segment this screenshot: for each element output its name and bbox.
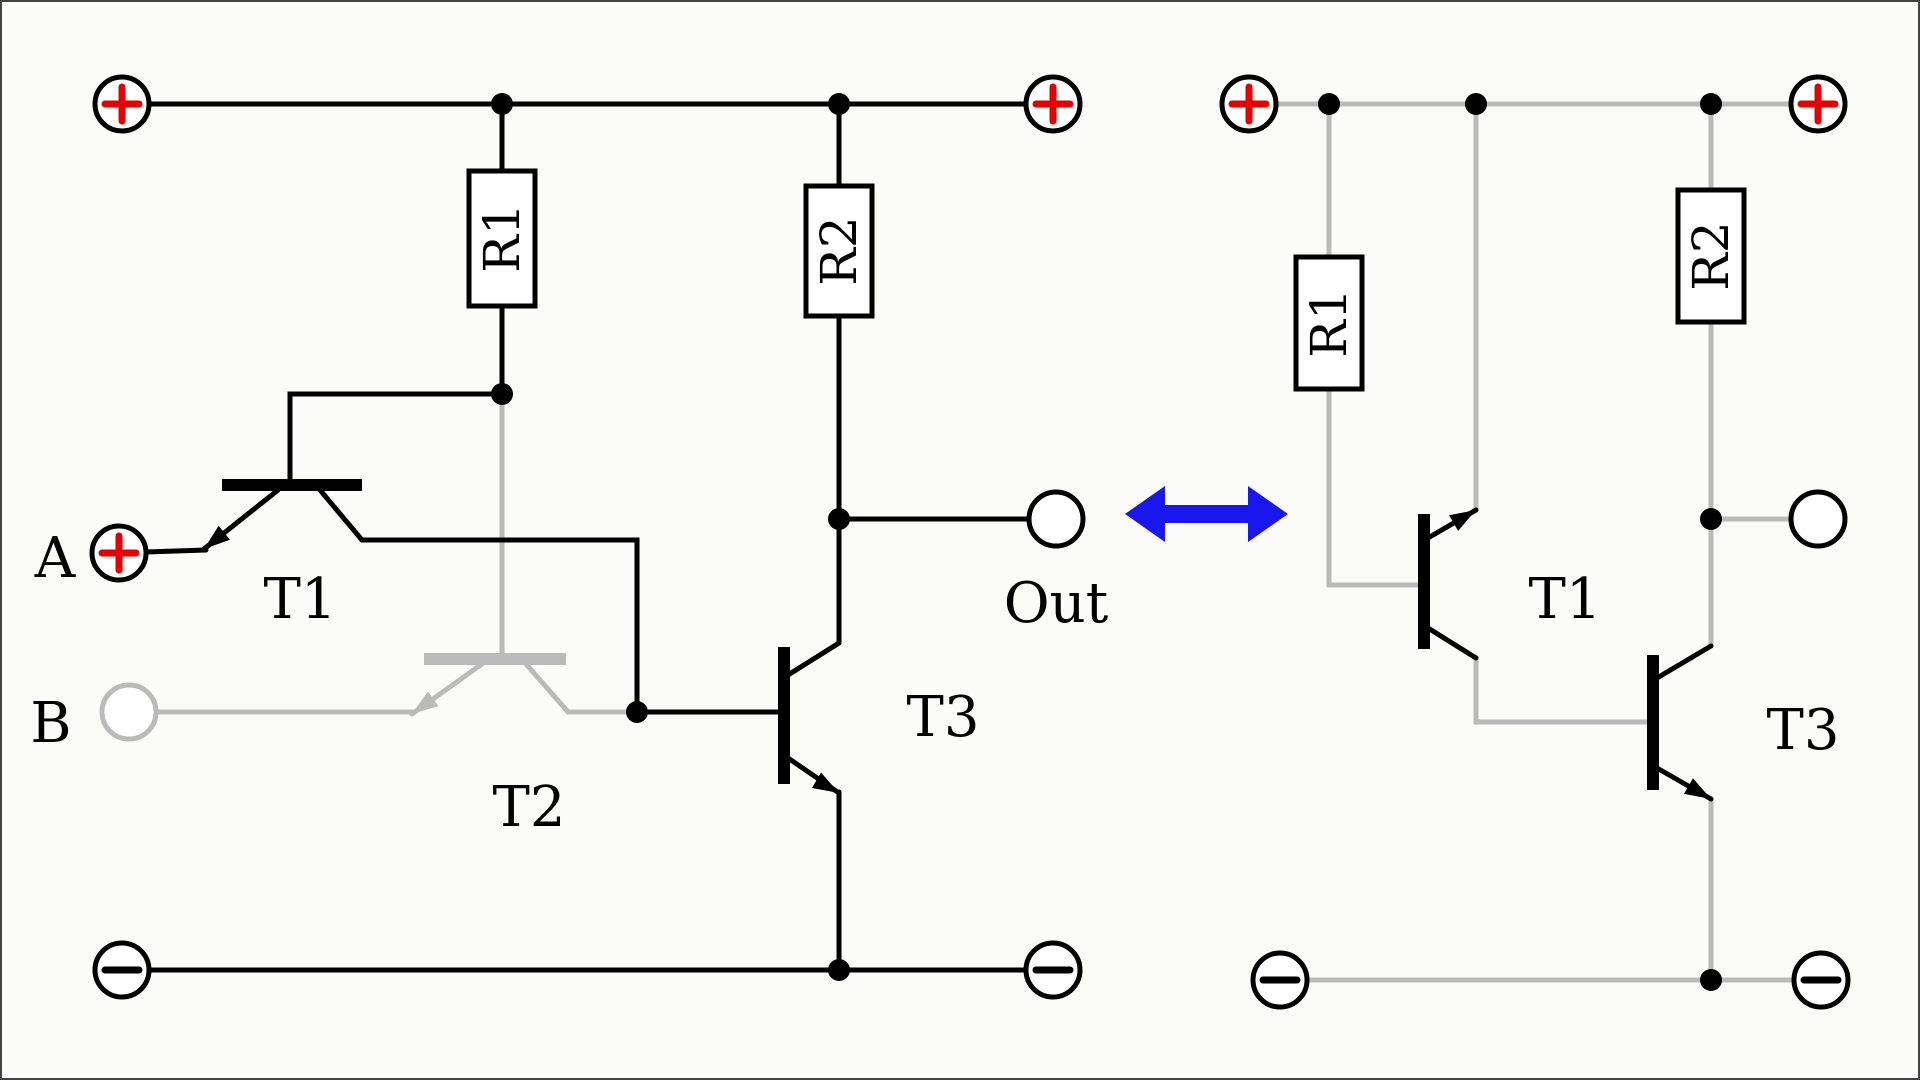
label-t3: T3 [1767,698,1840,763]
label-out: Out [1004,571,1109,636]
junction-dot [491,93,513,115]
transistor-t2-icon [409,653,571,717]
t1-arrow-icon [1449,510,1476,531]
output-terminal-icon [1026,489,1086,549]
equivalence-double-arrow-icon [1125,486,1288,542]
t1-emitter-arrow-icon [204,525,230,549]
r2-label: R2 [810,216,868,285]
resistor-r2-icon: R2 [803,183,875,319]
right-circuit: R1 R2 T1 [1219,74,1851,1010]
t1-lower-line [1425,625,1479,661]
positive-terminal-icon [1219,74,1279,134]
resistor-r1-icon: R1 [466,168,538,309]
negative-terminal-icon [1023,940,1083,1000]
left-circuit: R1 R2 [30,74,1109,1000]
negative-terminal-icon [1791,950,1851,1010]
transistor-t3-icon [1647,643,1714,802]
resistor-r1-icon: R1 [1293,254,1365,392]
input-b-terminal-icon [99,682,159,742]
t1-collector-line [317,487,365,543]
r2-body [803,183,875,319]
junction-dot [491,383,513,405]
junction-dot [626,701,648,723]
label-t1: T1 [1529,567,1602,632]
wire-t1-collector-run [359,537,640,715]
junction-dot [1700,969,1722,991]
wire-t1-base [287,391,505,485]
transistor-t1-icon [1418,507,1479,661]
r2-label: R2 [1682,221,1740,290]
junction-dot [828,508,850,530]
wire-input-a [143,547,209,555]
positive-terminal-icon [92,74,152,134]
positive-terminal-icon [1788,74,1848,134]
t3-collector-line [785,640,842,678]
label-t1: T1 [264,567,337,632]
junction-dot [1465,93,1487,115]
input-a-terminal-icon [89,523,149,583]
label-t3: T3 [907,685,980,750]
r2-body [1675,187,1747,325]
label-input-a: A [34,526,76,591]
t3-collector-line [1654,643,1714,681]
junction-dot [1700,508,1722,530]
junction-dot [1700,93,1722,115]
negative-terminal-icon [1250,950,1310,1010]
label-t2: T2 [493,775,566,840]
junction-dot [1318,93,1340,115]
resistor-r2-icon: R2 [1675,187,1747,325]
junction-dot [828,93,850,115]
output-terminal-icon [1788,489,1848,549]
transistor-t1-icon [201,479,365,552]
junction-dot [828,959,850,981]
t2-emitter-arrow-icon [412,691,439,714]
label-input-b: B [30,691,71,756]
r1-body [1293,254,1365,392]
r1-body [466,168,538,309]
t3-emitter-arrow-icon [1684,778,1711,799]
negative-terminal-icon [92,940,152,1000]
r1-label: R1 [1300,288,1358,357]
transistor-t3-icon [778,640,842,796]
positive-terminal-icon [1023,74,1083,134]
wire-r1-to-t1-base [1326,386,1421,588]
wire-t1-to-t3-base [1473,655,1650,725]
t2-collector-line [523,661,571,715]
r1-label: R1 [473,203,531,272]
t3-emitter-arrow-icon [812,772,839,793]
